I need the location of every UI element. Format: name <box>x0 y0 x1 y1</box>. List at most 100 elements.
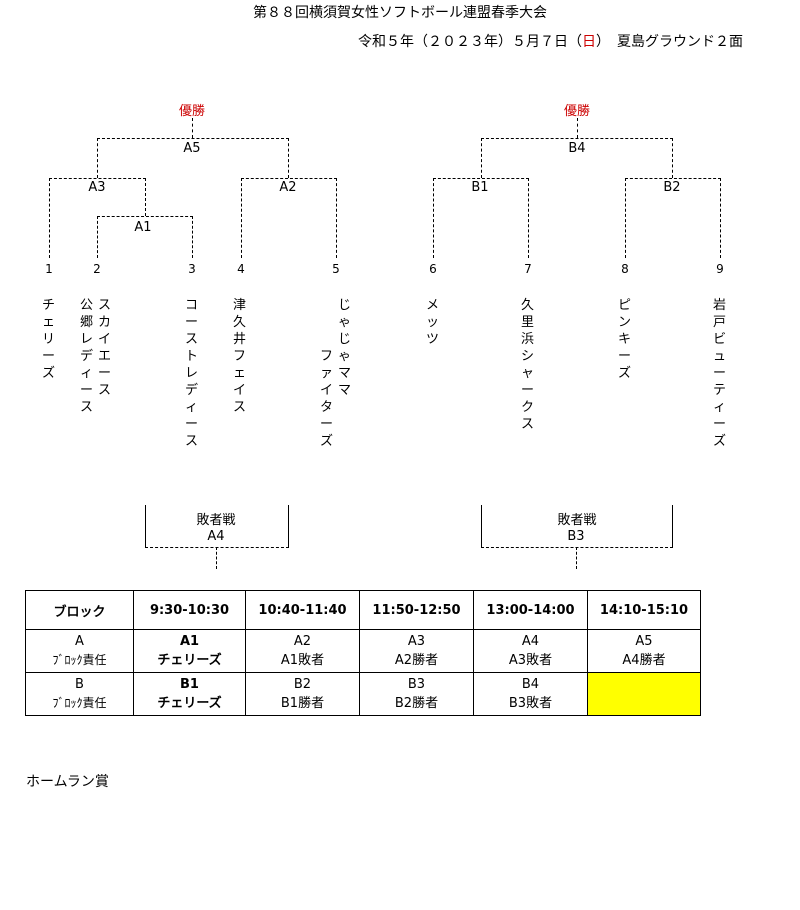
team-number-7: 7 <box>524 262 532 276</box>
schedule-table: ブロック 9:30-10:30 10:40-11:40 11:50-12:50 … <box>25 590 701 716</box>
game-b4: B4 <box>562 141 592 156</box>
team-number-9: 9 <box>716 262 724 276</box>
team-number-1: 1 <box>45 262 53 276</box>
line <box>625 178 721 179</box>
winner-label-a: 優勝 <box>178 104 205 119</box>
line <box>49 178 50 258</box>
line <box>577 118 578 138</box>
header-block: ブロック <box>25 590 134 630</box>
game-id: B3 <box>407 677 426 692</box>
losers-label-a: 敗者戦 <box>196 513 236 528</box>
header-slot-1: 9:30-10:30 <box>133 590 246 630</box>
team-name-1: チェリーズ <box>41 298 55 381</box>
game-detail: B1勝者 <box>280 696 325 711</box>
line <box>672 138 673 178</box>
date-prefix: 令和５年（２０２３年）５月７日（ <box>358 34 582 50</box>
line <box>336 178 337 258</box>
block-duty: ﾌﾞﾛｯｸ責任 <box>52 696 107 710</box>
line <box>288 505 289 547</box>
game-id: B2 <box>293 677 312 692</box>
tournament-title: 第８８回横須賀女性ソフトボール連盟春季大会 <box>253 5 547 21</box>
game-id: B1 <box>180 677 199 692</box>
line <box>145 505 146 547</box>
block-name: A <box>75 634 84 649</box>
team-name-9: 岩戸ビューティーズ <box>712 298 726 449</box>
game-detail: チェリーズ <box>157 696 222 711</box>
game-b3: B3 <box>561 529 591 544</box>
game-detail: B2勝者 <box>394 696 439 711</box>
game-a3: A3 <box>82 180 112 195</box>
line <box>433 178 529 179</box>
date-day: 日 <box>582 34 596 50</box>
line <box>145 547 289 548</box>
line <box>528 178 529 258</box>
header-slot-4: 13:00-14:00 <box>473 590 588 630</box>
schedule-cell: A1 チェリーズ <box>133 629 246 673</box>
block-cell-b: B ﾌﾞﾛｯｸ責任 <box>25 672 134 716</box>
line <box>481 547 673 548</box>
line <box>481 138 482 178</box>
line <box>672 505 673 547</box>
game-id: A2 <box>293 634 312 649</box>
line <box>145 178 146 216</box>
team-name-2a: スカイエース <box>97 298 111 398</box>
line <box>481 138 673 139</box>
header-slot-5: 14:10-15:10 <box>587 590 701 630</box>
winner-label-b: 優勝 <box>563 104 590 119</box>
team-name-4: 津久井フェイス <box>232 298 246 415</box>
line <box>192 118 193 138</box>
team-number-3: 3 <box>188 262 196 276</box>
date-suffix: ） 夏島グラウンド２面 <box>596 34 743 50</box>
game-a4: A4 <box>201 529 231 544</box>
team-name-5a: じゃじゃママ <box>337 298 351 398</box>
header-slot-3: 11:50-12:50 <box>359 590 474 630</box>
homerun-award-label: ホームラン賞 <box>26 774 109 790</box>
line <box>720 178 721 258</box>
game-id: A3 <box>407 634 426 649</box>
game-id: A5 <box>635 634 653 649</box>
team-name-7: 久里浜シャークス <box>520 298 534 432</box>
line <box>576 547 577 569</box>
schedule-cell: B1 チェリーズ <box>133 672 246 716</box>
event-date-venue: 令和５年（２０２３年）５月７日（日） 夏島グラウンド２面 <box>358 31 743 51</box>
game-b1: B1 <box>465 180 495 195</box>
game-id: B4 <box>521 677 540 692</box>
line <box>97 216 193 217</box>
game-id: A1 <box>179 634 200 649</box>
game-a1: A1 <box>128 220 158 235</box>
team-number-5: 5 <box>332 262 340 276</box>
team-name-8: ピンキーズ <box>617 298 631 381</box>
empty-highlight-cell <box>587 672 701 716</box>
line <box>97 216 98 258</box>
block-name: B <box>75 677 84 692</box>
team-number-4: 4 <box>237 262 245 276</box>
line <box>49 178 146 179</box>
team-name-6: メッツ <box>425 298 439 347</box>
team-name-2b: 公郷レディース <box>79 298 93 415</box>
line <box>97 138 289 139</box>
block-duty: ﾌﾞﾛｯｸ責任 <box>52 653 107 667</box>
team-number-2: 2 <box>93 262 101 276</box>
game-detail: A3敗者 <box>508 653 553 668</box>
game-detail: A2勝者 <box>394 653 439 668</box>
line <box>241 178 242 258</box>
line <box>216 547 217 569</box>
game-detail: B3敗者 <box>508 696 553 711</box>
game-b2: B2 <box>657 180 687 195</box>
line <box>241 178 337 179</box>
game-detail: A4勝者 <box>622 653 666 668</box>
game-id: A4 <box>521 634 540 649</box>
game-a2: A2 <box>273 180 303 195</box>
line <box>625 178 626 258</box>
team-number-8: 8 <box>621 262 629 276</box>
team-name-3: コーストレディース <box>184 298 198 449</box>
line <box>288 138 289 178</box>
game-detail: チェリーズ <box>157 653 222 668</box>
losers-label-b: 敗者戦 <box>557 513 597 528</box>
